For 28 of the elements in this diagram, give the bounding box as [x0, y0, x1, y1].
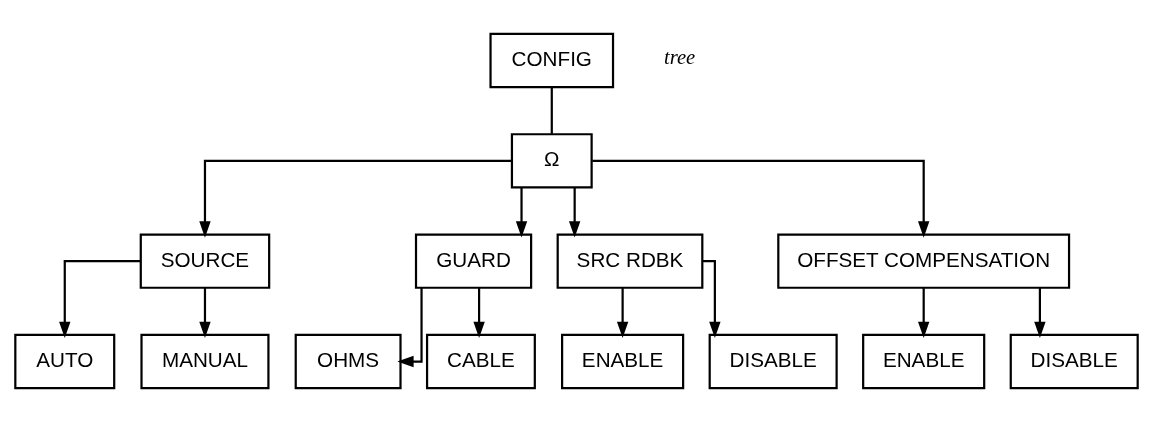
node-box: Ω — [510, 133, 593, 189]
arrow — [397, 288, 423, 368]
arrow — [702, 260, 721, 338]
arrow — [592, 159, 930, 238]
arrow — [515, 187, 528, 238]
arrow — [473, 288, 485, 338]
node-box: CABLE — [425, 333, 536, 390]
arrow — [616, 288, 629, 338]
node-box: MANUAL — [140, 333, 270, 390]
node-box: DISABLE — [708, 333, 838, 390]
arrow — [59, 260, 141, 338]
arrow — [199, 288, 211, 338]
connector — [550, 87, 553, 134]
node-box: ENABLE — [862, 333, 986, 390]
node-box: AUTO — [14, 333, 116, 390]
node-box: SOURCE — [139, 233, 271, 289]
node-box: DISABLE — [1009, 333, 1139, 390]
node-box: GUARD — [414, 233, 533, 289]
label: tree — [663, 46, 696, 69]
arrow — [199, 159, 512, 238]
arrow — [918, 288, 930, 338]
node-box: OHMS — [294, 333, 402, 390]
node-box: SRC RDBK — [556, 233, 704, 289]
arrow — [1034, 288, 1046, 338]
arrow — [568, 187, 581, 238]
node-box: ENABLE — [561, 333, 685, 390]
node-box: OFFSET COMPENSATION — [777, 233, 1071, 289]
node-box: CONFIG — [489, 32, 615, 89]
